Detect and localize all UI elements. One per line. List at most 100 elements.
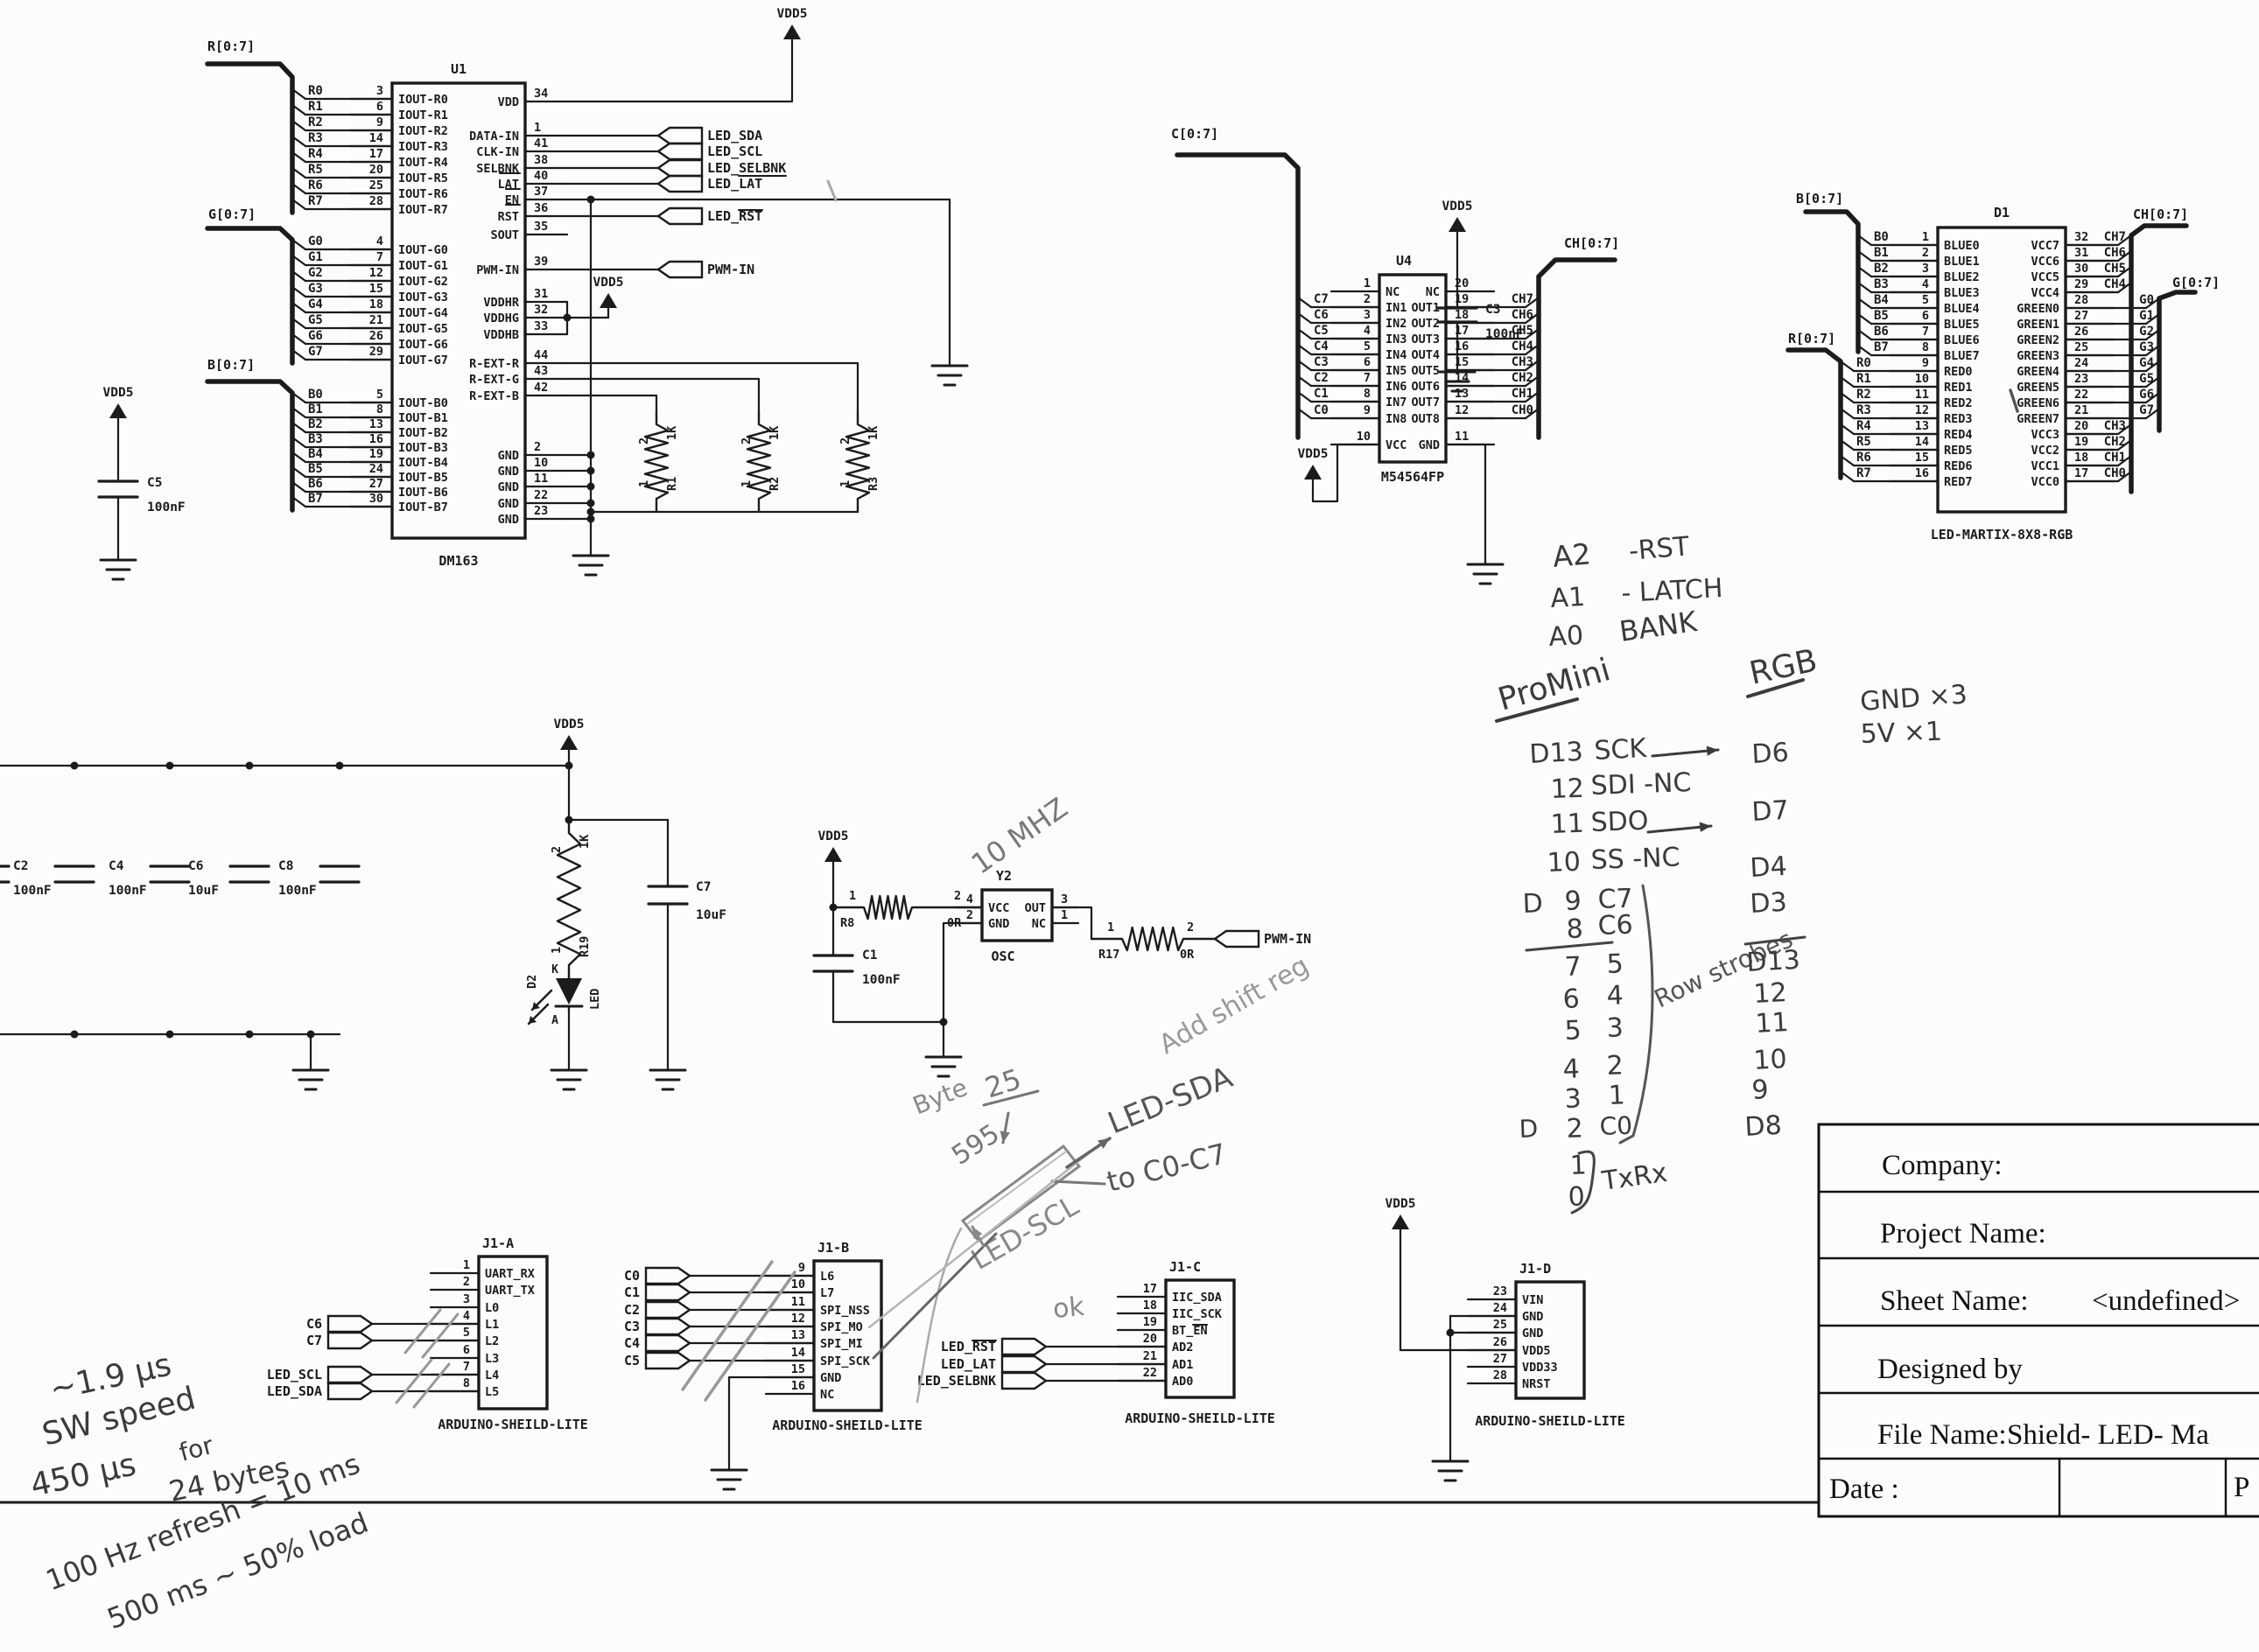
component-value: LED-MARTIX-8X8-RGB — [1931, 527, 2073, 542]
junction-dots — [70, 195, 1455, 1337]
res-value: 1K — [665, 425, 679, 440]
vdd5-arrow-icon — [1449, 217, 1466, 232]
handwritten-note: 4 — [1606, 980, 1624, 1012]
pin-name: VDD33 — [1522, 1361, 1558, 1375]
pin-name: IOUT-B4 — [398, 456, 448, 470]
pin-number: 14 — [1915, 435, 1929, 449]
title-block-field: Sheet Name: — [1880, 1285, 2029, 1317]
handwritten-stroke — [1570, 1150, 1596, 1214]
wire — [2116, 454, 2133, 467]
net-label: G0 — [2139, 293, 2154, 307]
net-label: CH0 — [2104, 466, 2126, 480]
junction-dot — [586, 451, 595, 459]
pin-name: SOUT — [490, 228, 519, 242]
wire — [1839, 360, 1856, 373]
pin-number: 13 — [369, 417, 383, 431]
pin-number: 6 — [1364, 355, 1371, 369]
pin-name: IOUT-R3 — [398, 140, 448, 154]
handwritten-stroke — [1050, 1180, 1106, 1186]
handwritten-stroke — [1525, 941, 1614, 952]
net-label: CH6 — [1512, 308, 1533, 322]
pin-number: 5 — [376, 388, 383, 402]
net-label: G3 — [2139, 340, 2154, 354]
pin-number: 12 — [369, 266, 383, 280]
handwritten-stroke — [1618, 884, 1654, 1144]
net-label: R4 — [308, 147, 323, 161]
junction-dot — [586, 466, 595, 475]
handwritten-stroke — [967, 1151, 1067, 1224]
net-label: B2 — [308, 417, 323, 431]
net-label: R1 — [1856, 372, 1871, 386]
wire — [2116, 249, 2133, 262]
net-flag-icon — [644, 1334, 692, 1353]
handwritten-note: SDO — [1590, 806, 1649, 838]
handwritten-note: D13 — [1529, 737, 1584, 770]
wire — [1090, 926, 1217, 952]
junction-dot — [586, 508, 595, 516]
handwritten-note: SS -NC — [1590, 842, 1680, 876]
net-label: C1 — [1314, 387, 1329, 401]
pin-number: 18 — [1143, 1298, 1157, 1312]
net-flag-icon — [326, 1314, 375, 1334]
pin-name: RED6 — [1944, 459, 1973, 473]
component-body — [390, 81, 527, 540]
pin-number: 29 — [369, 345, 383, 359]
res-ref: R2 — [768, 477, 782, 491]
wire — [2116, 281, 2133, 294]
component-ref: J1-C — [1169, 1259, 1201, 1275]
led-value: LED — [588, 989, 602, 1010]
net-label: B0 — [308, 388, 323, 402]
handwritten-stroke — [412, 1362, 451, 1409]
component-value: ARDUINO-SHEILD-LITE — [438, 1417, 588, 1432]
pin-number: 17 — [1455, 324, 1469, 338]
wire — [291, 301, 307, 314]
handwritten-note: -RST — [1628, 531, 1691, 567]
pin-name: RED0 — [1944, 365, 1973, 379]
net-label: B3 — [308, 432, 323, 446]
pin-name: OUT3 — [1411, 332, 1440, 346]
net-flag-label: C4 — [624, 1335, 640, 1351]
pin-number: 23 — [2074, 372, 2088, 386]
wire — [205, 61, 295, 215]
wire — [1296, 407, 1313, 420]
handwritten-note: 9 — [1564, 886, 1582, 917]
handwritten-stroke — [982, 1089, 1040, 1107]
pin-number: 19 — [1143, 1315, 1157, 1329]
pin-number: 5 — [463, 1326, 470, 1340]
net-flag-label: LED_SELBNK — [707, 160, 786, 176]
vdd5-label: VDD5 — [1298, 447, 1329, 461]
net-flag-icon — [656, 206, 704, 226]
res-value: 0R — [1180, 948, 1195, 962]
pin-name: IOUT-B3 — [398, 441, 448, 455]
component-value: ARDUINO-SHEILD-LITE — [1125, 1410, 1275, 1426]
pin-name: VCC3 — [2031, 428, 2059, 442]
pin-name: GREEN3 — [2017, 349, 2059, 363]
pin-name: SPI_MO — [820, 1320, 863, 1334]
handwritten-note: for — [176, 1431, 216, 1467]
pin-name: VDD — [498, 95, 519, 109]
net-label: B2 — [1874, 262, 1889, 276]
wire — [291, 254, 307, 267]
net-label: B5 — [1874, 309, 1889, 323]
pin-number: 2 — [637, 438, 651, 444]
wire — [746, 410, 772, 514]
wire — [1524, 374, 1540, 388]
pin-number: 25 — [369, 178, 383, 192]
component-ref: Y2 — [996, 868, 1012, 884]
pin-name: L7 — [820, 1286, 834, 1300]
pin-name: BLUE6 — [1944, 333, 1980, 347]
handwritten-note: 8 — [1566, 914, 1583, 945]
component-ref: J1-D — [1519, 1261, 1551, 1277]
net-label: R3 — [308, 131, 323, 145]
pin-number: 42 — [534, 381, 548, 395]
pin-number: 18 — [369, 298, 383, 312]
title-block-field: P — [2234, 1472, 2249, 1503]
net-label: CH5 — [1512, 324, 1533, 338]
net-flag-icon — [1212, 929, 1260, 948]
wire — [565, 38, 794, 103]
wire — [291, 270, 307, 283]
junction-dot — [586, 195, 595, 204]
wire — [1296, 359, 1313, 372]
